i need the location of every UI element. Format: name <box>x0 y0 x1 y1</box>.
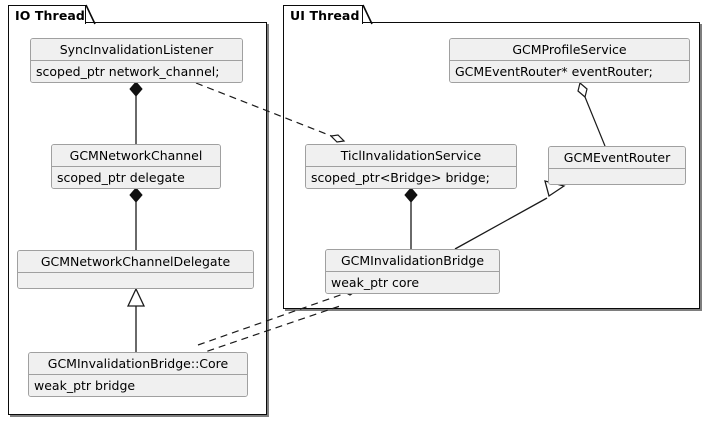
package-frame-io-thread <box>8 22 267 415</box>
class-name-gcm-invalidation-bridge: GCMInvalidationBridge <box>326 250 499 272</box>
class-attribute-gcm-profile-service: GCMEventRouter* eventRouter; <box>450 61 689 82</box>
package-label-ui-thread: UI Thread <box>290 7 360 23</box>
class-box-sync-invalidation-listener[interactable]: SyncInvalidationListener scoped_ptr netw… <box>30 38 243 83</box>
class-box-gcm-network-channel[interactable]: GCMNetworkChannel scoped_ptr delegate <box>51 144 221 189</box>
class-box-gcm-event-router[interactable]: GCMEventRouter <box>548 146 686 185</box>
package-frame-ui-thread <box>283 22 700 309</box>
package-tab-io-thread: IO Thread <box>8 5 86 24</box>
class-name-gcm-profile-service: GCMProfileService <box>450 39 689 61</box>
class-attribute-ticl-invalidation-service: scoped_ptr<Bridge> bridge; <box>306 167 516 188</box>
class-box-ticl-invalidation-service[interactable]: TiclInvalidationService scoped_ptr<Bridg… <box>305 144 517 189</box>
class-box-gcm-invalidation-bridge[interactable]: GCMInvalidationBridge weak_ptr core <box>325 249 500 294</box>
class-name-gcm-invalidation-bridge-core: GCMInvalidationBridge::Core <box>29 353 247 375</box>
package-tab-ui-thread: UI Thread <box>283 5 363 24</box>
class-name-gcm-event-router: GCMEventRouter <box>549 147 685 169</box>
class-name-gcm-network-channel-delegate: GCMNetworkChannelDelegate <box>18 251 253 273</box>
class-attribute-sync-invalidation-listener: scoped_ptr network_channel; <box>31 61 242 82</box>
class-attribute-gcm-network-channel: scoped_ptr delegate <box>52 167 220 188</box>
class-attribute-gcm-event-router <box>549 169 685 184</box>
class-box-gcm-invalidation-bridge-core[interactable]: GCMInvalidationBridge::Core weak_ptr bri… <box>28 352 248 397</box>
class-box-gcm-profile-service[interactable]: GCMProfileService GCMEventRouter* eventR… <box>449 38 690 83</box>
class-name-gcm-network-channel: GCMNetworkChannel <box>52 145 220 167</box>
class-attribute-gcm-invalidation-bridge: weak_ptr core <box>326 272 499 293</box>
class-box-gcm-network-channel-delegate[interactable]: GCMNetworkChannelDelegate <box>17 250 254 289</box>
class-name-sync-invalidation-listener: SyncInvalidationListener <box>31 39 242 61</box>
package-label-io-thread: IO Thread <box>15 7 85 23</box>
class-name-ticl-invalidation-service: TiclInvalidationService <box>306 145 516 167</box>
class-attribute-gcm-network-channel-delegate <box>18 273 253 288</box>
class-attribute-gcm-invalidation-bridge-core: weak_ptr bridge <box>29 375 247 396</box>
